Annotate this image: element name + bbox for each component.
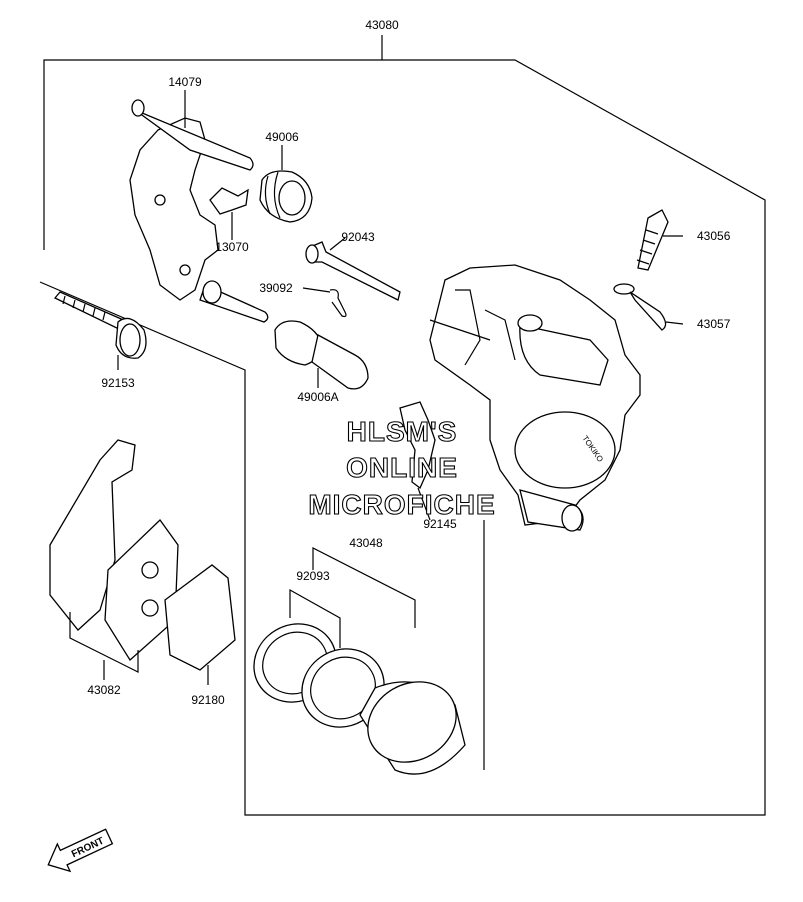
front-indicator: FRONT <box>47 828 114 873</box>
bleeder-cap <box>613 283 667 331</box>
pin-bolt <box>305 241 401 301</box>
caliper-body: TOKIKO <box>429 264 641 532</box>
watermark-line-2: ONLINE <box>346 452 458 483</box>
label-43082: 43082 <box>87 683 121 697</box>
pad-spring-92145 <box>399 401 436 490</box>
label-49006: 49006 <box>265 130 299 144</box>
watermark: HLSM'S ONLINE MICROFICHE <box>308 415 495 520</box>
pad-clip <box>209 187 249 215</box>
watermark-line-3: MICROFICHE <box>308 489 495 520</box>
dust-boot <box>259 170 313 223</box>
brake-pad-outer <box>49 439 179 661</box>
label-49006A: 49006A <box>297 390 338 404</box>
label-43057: 43057 <box>697 317 731 331</box>
label-13070: 13070 <box>215 240 249 254</box>
label-92180: 92180 <box>191 693 225 707</box>
label-92145: 92145 <box>423 517 457 531</box>
part-labels: 43080 14079 49006 13070 92043 39092 9215… <box>87 18 730 707</box>
caliper-bracket <box>129 99 269 323</box>
label-92093: 92093 <box>296 569 330 583</box>
label-43080: 43080 <box>365 18 399 32</box>
bleeder-screw <box>636 209 669 271</box>
pin-clip <box>329 289 347 318</box>
watermark-line-1: HLSM'S <box>347 416 458 447</box>
label-43048: 43048 <box>349 536 383 550</box>
caliper-piston <box>359 681 466 775</box>
label-14079: 14079 <box>168 75 202 89</box>
assembly-frame <box>39 35 766 816</box>
pad-spring-92180 <box>164 564 236 671</box>
dust-boot-a <box>274 320 369 390</box>
label-43056: 43056 <box>697 229 731 243</box>
label-92153: 92153 <box>101 376 135 390</box>
mounting-bolt <box>53 291 147 359</box>
label-39092: 39092 <box>259 281 293 295</box>
label-92043: 92043 <box>341 230 375 244</box>
leader-lines <box>69 90 684 770</box>
